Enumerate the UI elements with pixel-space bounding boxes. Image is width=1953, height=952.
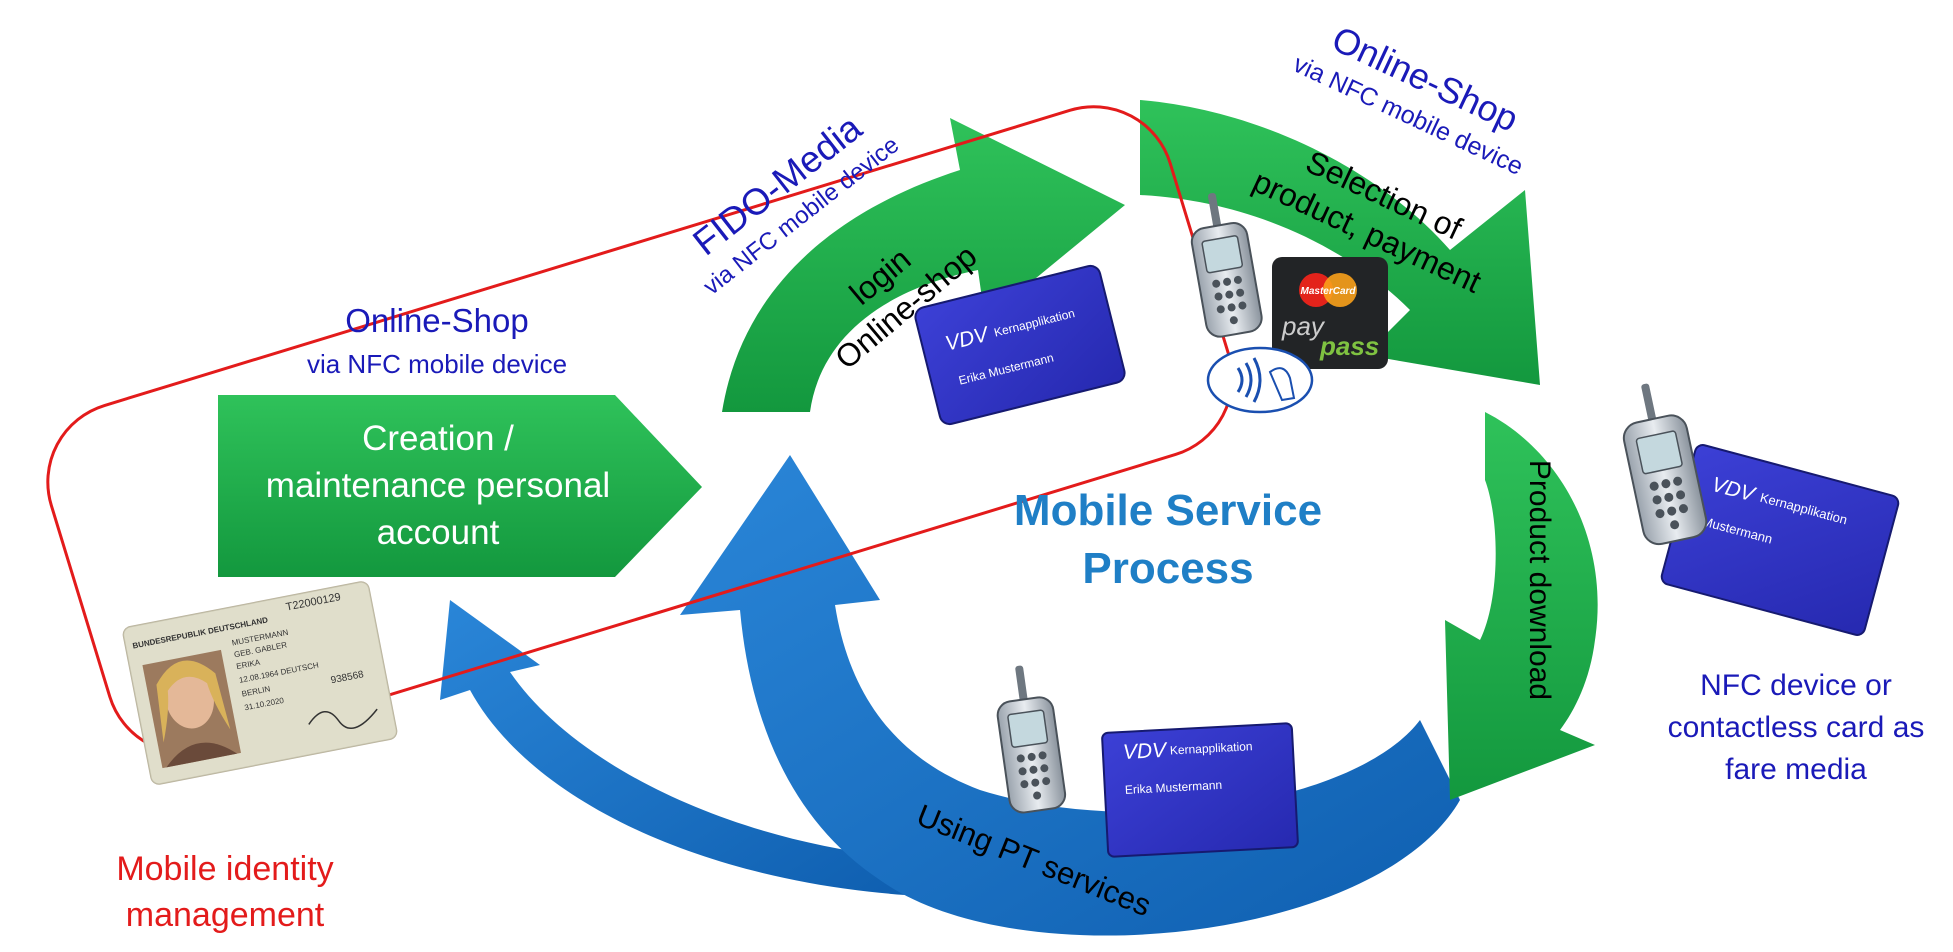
creation-line-1: Creation / <box>362 419 514 458</box>
center-title-line-2: Process <box>1082 544 1253 593</box>
product-download-arrow <box>1445 412 1598 800</box>
creation-account-arrow <box>218 395 702 577</box>
product-download-label: Product download <box>1523 460 1556 700</box>
creation-line-2: maintenance personal <box>266 466 610 505</box>
vdv-card-right: VDV Kernapplikation Mustermann <box>1660 444 1900 636</box>
card-app: Kernapplikation <box>1170 739 1253 757</box>
center-title-line-1: Mobile Service <box>1014 486 1322 535</box>
card-brand: VDV <box>1122 739 1168 764</box>
paypass-pay-text: pay <box>1281 311 1326 341</box>
id-signature <box>308 708 378 730</box>
phone-icon-right <box>1622 383 1708 546</box>
selection-payment-arrow <box>1140 100 1540 385</box>
paypass-logo: MasterCard pay pass <box>1272 257 1388 369</box>
phone-icon-payment <box>1190 192 1263 338</box>
identity-return-arrow <box>440 600 905 895</box>
nfc-label-line-3: fare media <box>1725 753 1867 786</box>
identity-label-line-1: Mobile identity <box>116 850 333 888</box>
vdv-card-bottom: VDV Kernapplikation Erika Mustermann <box>1101 722 1299 858</box>
paypass-pass-text: pass <box>1319 331 1379 361</box>
mastercard-text: MasterCard <box>1300 286 1356 297</box>
card-holder: Erika Mustermann <box>1125 778 1223 797</box>
id-card-image: BUNDESREPUBLIK DEUTSCHLAND T22000129 MUS… <box>122 581 398 785</box>
nfc-label-line-2: contactless card as <box>1668 711 1925 744</box>
nfc-label-line-1: NFC device or <box>1700 669 1892 702</box>
creation-line-3: account <box>377 513 500 552</box>
phone-icon-bottom <box>996 665 1067 814</box>
onlineshop-left-title: Online-Shop <box>345 302 528 339</box>
onlineshop-left-subtitle: via NFC mobile device <box>307 349 567 379</box>
vdv-card-login: VDV Kernapplikation Erika Mustermann <box>914 264 1126 426</box>
contactless-icon <box>1206 346 1314 414</box>
login-online-shop-arrow <box>722 118 1125 412</box>
identity-label-line-2: management <box>126 896 325 934</box>
